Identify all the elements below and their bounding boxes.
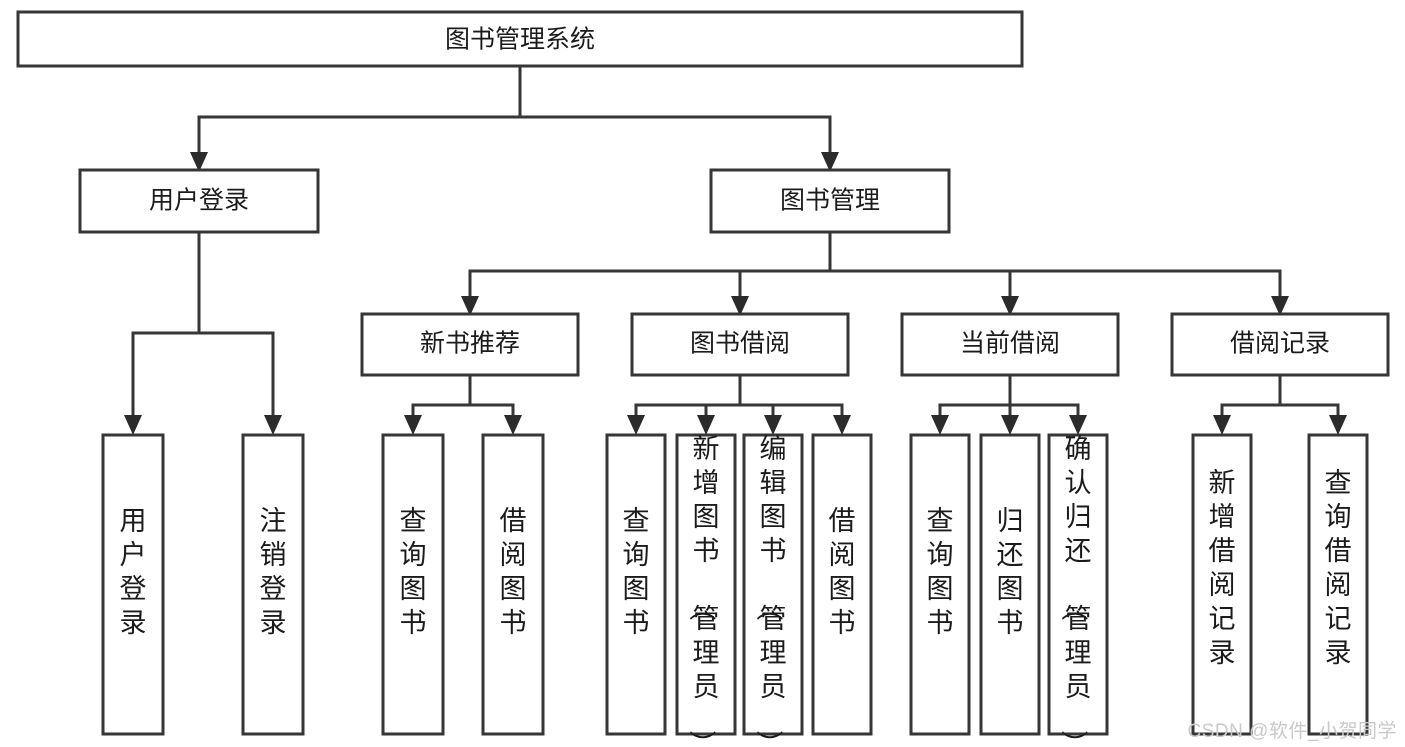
leaf-label-user-login-1: 注销登录	[260, 506, 287, 638]
leaf-label-current-0: 查询图书	[927, 506, 954, 638]
connector-layer	[124, 64, 1347, 435]
node-new-book-recommend[interactable]: 新书推荐	[360, 312, 580, 377]
leaf-label-borrow-1: 新增图书（管理员）	[687, 434, 720, 747]
leaf-node[interactable]: 查询图书	[381, 433, 445, 736]
leaf-box-current-1[interactable]	[979, 433, 1041, 736]
leaf-label-user-login-0: 用户登录	[120, 506, 147, 638]
leaf-node[interactable]: 借阅图书	[811, 433, 873, 736]
current-borrow-label: 当前借阅	[960, 330, 1060, 358]
node-book-management[interactable]: 图书管理	[709, 168, 951, 234]
leaf-node[interactable]: 查询借阅记录	[1307, 433, 1369, 736]
leaf-node[interactable]: 用户登录	[101, 433, 165, 736]
leaf-box-borrow-3[interactable]	[811, 433, 873, 736]
arrow-head-nb-leaf-0	[404, 415, 422, 435]
node-current-borrow[interactable]: 当前借阅	[900, 312, 1120, 377]
leaf-node[interactable]: 归还图书	[979, 433, 1041, 736]
book-management-label: 图书管理	[780, 187, 880, 215]
node-book-borrow[interactable]: 图书借阅	[630, 312, 850, 377]
arrow-head-ul-leaf-0	[124, 415, 142, 435]
arrow-head-br-leaf-1	[1329, 415, 1347, 435]
arrow-head-user-login	[190, 152, 208, 172]
arrow-head-bb-leaf-3	[833, 415, 851, 435]
borrow-record-label: 借阅记录	[1230, 330, 1330, 358]
user-login-label: 用户登录	[149, 187, 249, 215]
leaf-label-current-1: 归还图书	[997, 506, 1024, 638]
leaf-node[interactable]: 新增图书（管理员）	[675, 433, 737, 747]
arrow-head-cb-leaf-0	[931, 415, 949, 435]
leaf-box-user-login-0[interactable]	[101, 433, 165, 736]
leaf-node[interactable]: 注销登录	[241, 433, 305, 736]
leaf-node[interactable]: 查询图书	[605, 433, 667, 736]
node-borrow-record[interactable]: 借阅记录	[1170, 312, 1390, 377]
arrow-head-book-mgmt	[821, 152, 839, 172]
leaf-label-newbook-1: 借阅图书	[500, 506, 527, 638]
current-borrow-box[interactable]	[900, 312, 1120, 377]
arrow-head-bb-leaf-1	[697, 415, 715, 435]
leaf-node[interactable]: 新增借阅记录	[1191, 433, 1253, 736]
leaf-box-borrow-0[interactable]	[605, 433, 667, 736]
leaf-label-newbook-0: 查询图书	[400, 506, 427, 638]
leaf-label-current-2: 确认归还（管理员）	[1059, 434, 1092, 747]
arrow-head-borrow	[731, 296, 749, 316]
arrow-head-nb-leaf-1	[504, 415, 522, 435]
leaf-node[interactable]: 借阅图书	[481, 433, 545, 736]
leaf-node[interactable]: 确认归还（管理员）	[1047, 433, 1109, 747]
arrow-head-br-leaf-0	[1213, 415, 1231, 435]
leaf-box-borrow-1[interactable]	[675, 433, 737, 736]
arrow-head-cb-leaf-2	[1069, 415, 1087, 435]
root-box[interactable]	[16, 10, 1024, 68]
book-borrow-label: 图书借阅	[690, 330, 790, 358]
user-login-box[interactable]	[78, 168, 320, 234]
leaf-box-current-2[interactable]	[1047, 433, 1109, 736]
borrow-record-box[interactable]	[1170, 312, 1390, 377]
csdn-watermark: CSDN @软件_小贺同学	[1187, 721, 1397, 742]
arrow-head-ul-leaf-1	[264, 415, 282, 435]
leaf-node[interactable]: 查询图书	[909, 433, 971, 736]
leaf-box-record-1[interactable]	[1307, 433, 1369, 736]
leaf-node[interactable]: 编辑图书（管理员）	[742, 433, 804, 747]
arrow-head-record	[1271, 296, 1289, 316]
leaf-box-record-0[interactable]	[1191, 433, 1253, 736]
leaf-box-borrow-2[interactable]	[742, 433, 804, 736]
book-management-box[interactable]	[709, 168, 951, 234]
leaf-label-record-1: 查询借阅记录	[1325, 468, 1352, 668]
leaf-label-borrow-0: 查询图书	[623, 506, 650, 638]
node-user-login[interactable]: 用户登录	[78, 168, 320, 234]
arrow-head-bb-leaf-2	[764, 415, 782, 435]
node-root[interactable]: 图书管理系统	[16, 10, 1024, 68]
leaf-label-borrow-3: 借阅图书	[829, 506, 856, 638]
arrow-head-newbook	[461, 296, 479, 316]
leaf-label-record-0: 新增借阅记录	[1209, 468, 1236, 668]
leaf-box-newbook-0[interactable]	[381, 433, 445, 736]
leaf-box-user-login-1[interactable]	[241, 433, 305, 736]
new-book-recommend-label: 新书推荐	[420, 330, 520, 358]
book-borrow-box[interactable]	[630, 312, 850, 377]
arrow-head-bb-leaf-0	[627, 415, 645, 435]
arrow-head-current	[1001, 296, 1019, 316]
root-label: 图书管理系统	[445, 26, 595, 54]
arrow-head-cb-leaf-1	[1001, 415, 1019, 435]
leaf-box-current-0[interactable]	[909, 433, 971, 736]
new-book-recommend-box[interactable]	[360, 312, 580, 377]
leaf-label-borrow-2: 编辑图书（管理员）	[754, 434, 787, 747]
leaf-box-newbook-1[interactable]	[481, 433, 545, 736]
